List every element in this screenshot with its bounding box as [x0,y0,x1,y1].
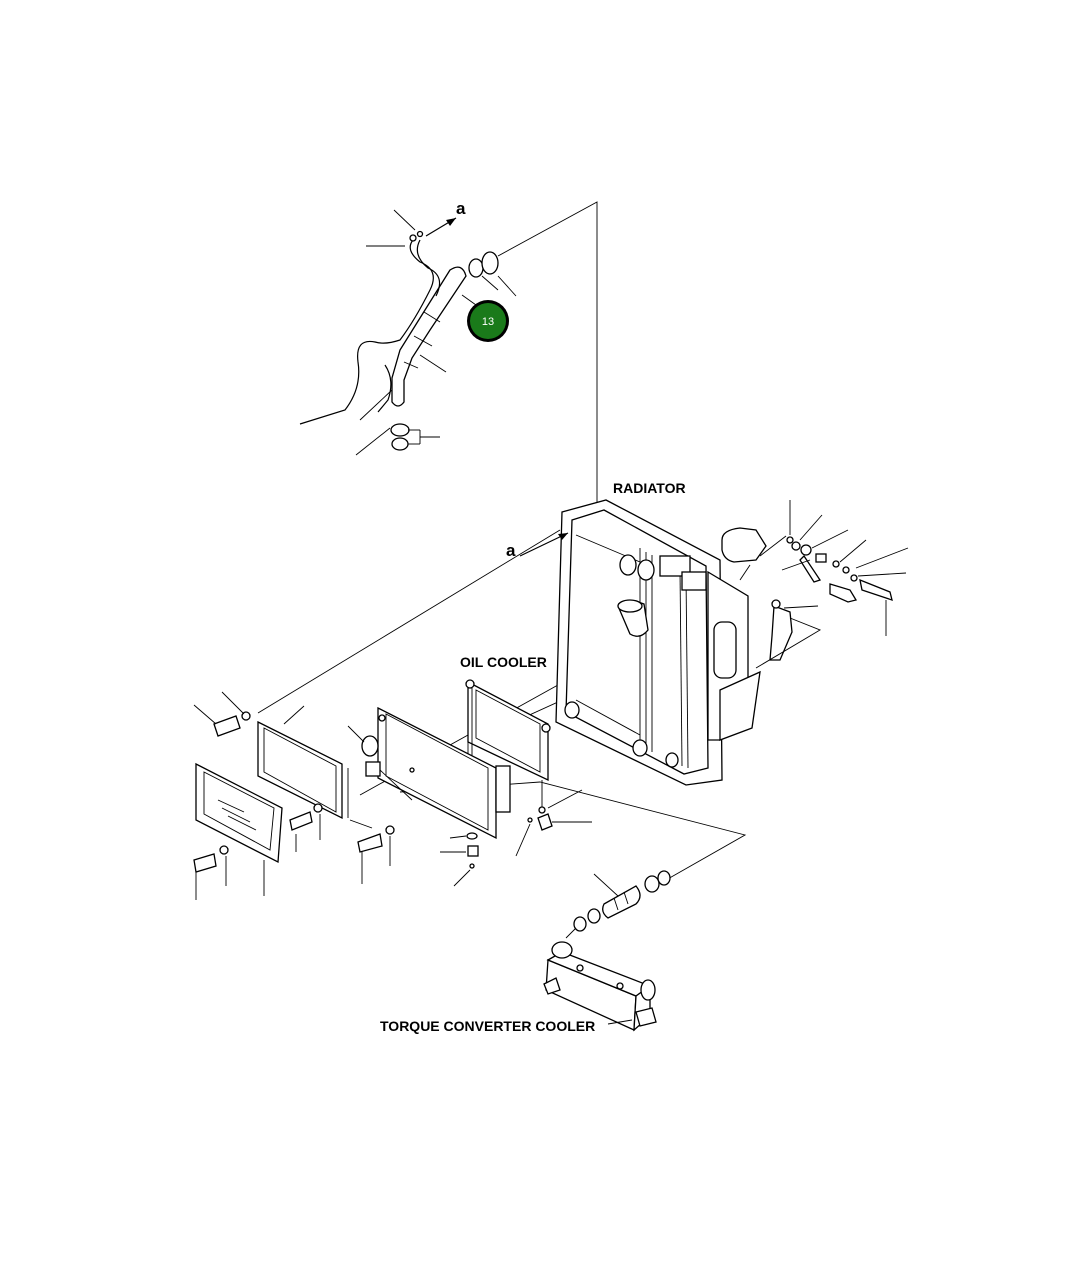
torque-converter-cooler-label: TORQUE CONVERTER COOLER [380,1018,595,1034]
fittings-group [347,725,592,857]
left-guard-assembly [193,691,395,900]
torque-converter-cooler-assembly [543,870,671,1032]
callout-13-button[interactable]: 13 [467,300,509,342]
reference-a-mid-label: a [506,541,516,560]
reference-a-top-label: a [456,199,466,218]
callout-13-number: 13 [482,316,494,328]
radiator-assembly [519,499,761,786]
upper-hose-assembly [299,209,517,456]
radiator-mount-hardware [721,500,909,669]
radiator-label: RADIATOR [613,480,686,496]
oil-cooler-frame [377,706,511,840]
oil-cooler-label: OIL COOLER [460,654,547,670]
oil-cooler-assembly [440,679,583,887]
